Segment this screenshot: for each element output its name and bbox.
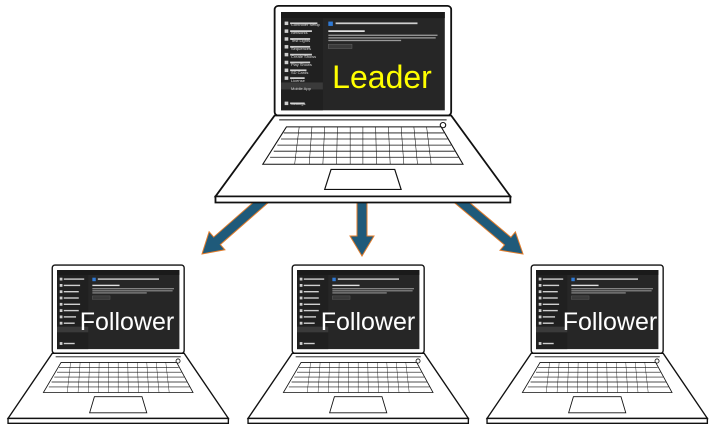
svg-text:Create Shows: Create Shows — [291, 54, 316, 59]
leader-laptop — [214, 4, 512, 204]
svg-text:SD Cards: SD Cards — [291, 70, 308, 75]
svg-text:Sequences: Sequences — [291, 46, 311, 51]
follower-label-3: Follower — [563, 308, 657, 336]
svg-text:Mobile App: Mobile App — [291, 86, 312, 91]
leader-sidebar-item-controller: Controller Setup — [291, 22, 321, 27]
follower-laptop-1 — [7, 264, 230, 424]
follower-label-2: Follower — [321, 308, 415, 336]
svg-text:Settings: Settings — [291, 101, 305, 106]
svg-text:Test Lights: Test Lights — [291, 38, 310, 43]
svg-text:Networks: Networks — [291, 30, 308, 35]
follower-laptop-3 — [486, 264, 709, 424]
leader-label: Leader — [332, 59, 432, 95]
follower-laptop-2 — [247, 264, 470, 424]
follower-label-1: Follower — [80, 308, 174, 336]
leader-screen-details: Controller Setup Networks Test Lights Se… — [291, 22, 321, 106]
svg-text:Play Shows: Play Shows — [291, 62, 312, 67]
svg-text:License: License — [291, 78, 306, 83]
